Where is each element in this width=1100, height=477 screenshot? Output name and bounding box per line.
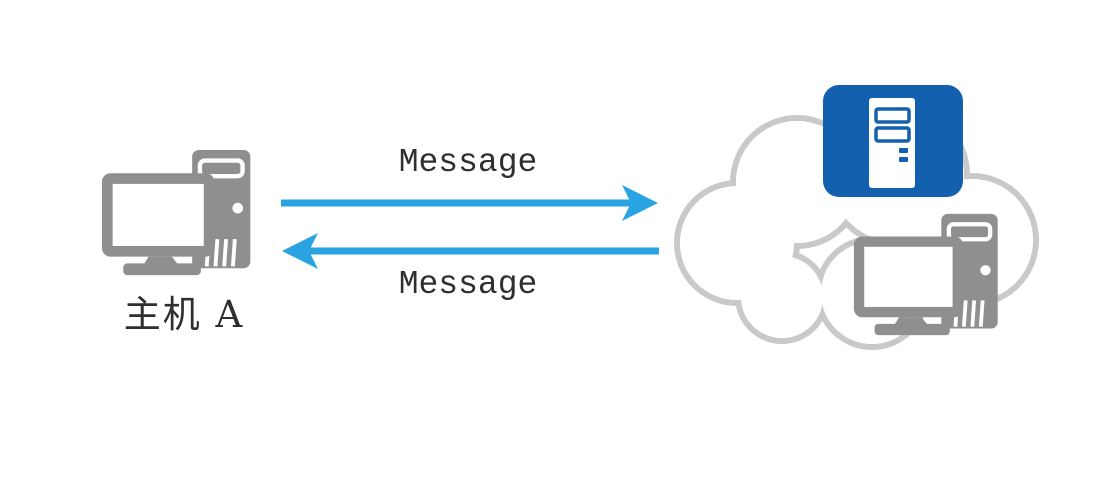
host-a-label: 主机 A bbox=[123, 293, 245, 336]
message-arrow-right bbox=[281, 185, 658, 221]
message-label-bottom: Message bbox=[398, 266, 538, 303]
cloud-computer-icon bbox=[853, 213, 998, 336]
host-a-computer-icon bbox=[101, 149, 251, 276]
server-icon bbox=[823, 85, 963, 197]
message-label-top: Message bbox=[398, 144, 538, 181]
message-arrow-left bbox=[282, 233, 659, 269]
